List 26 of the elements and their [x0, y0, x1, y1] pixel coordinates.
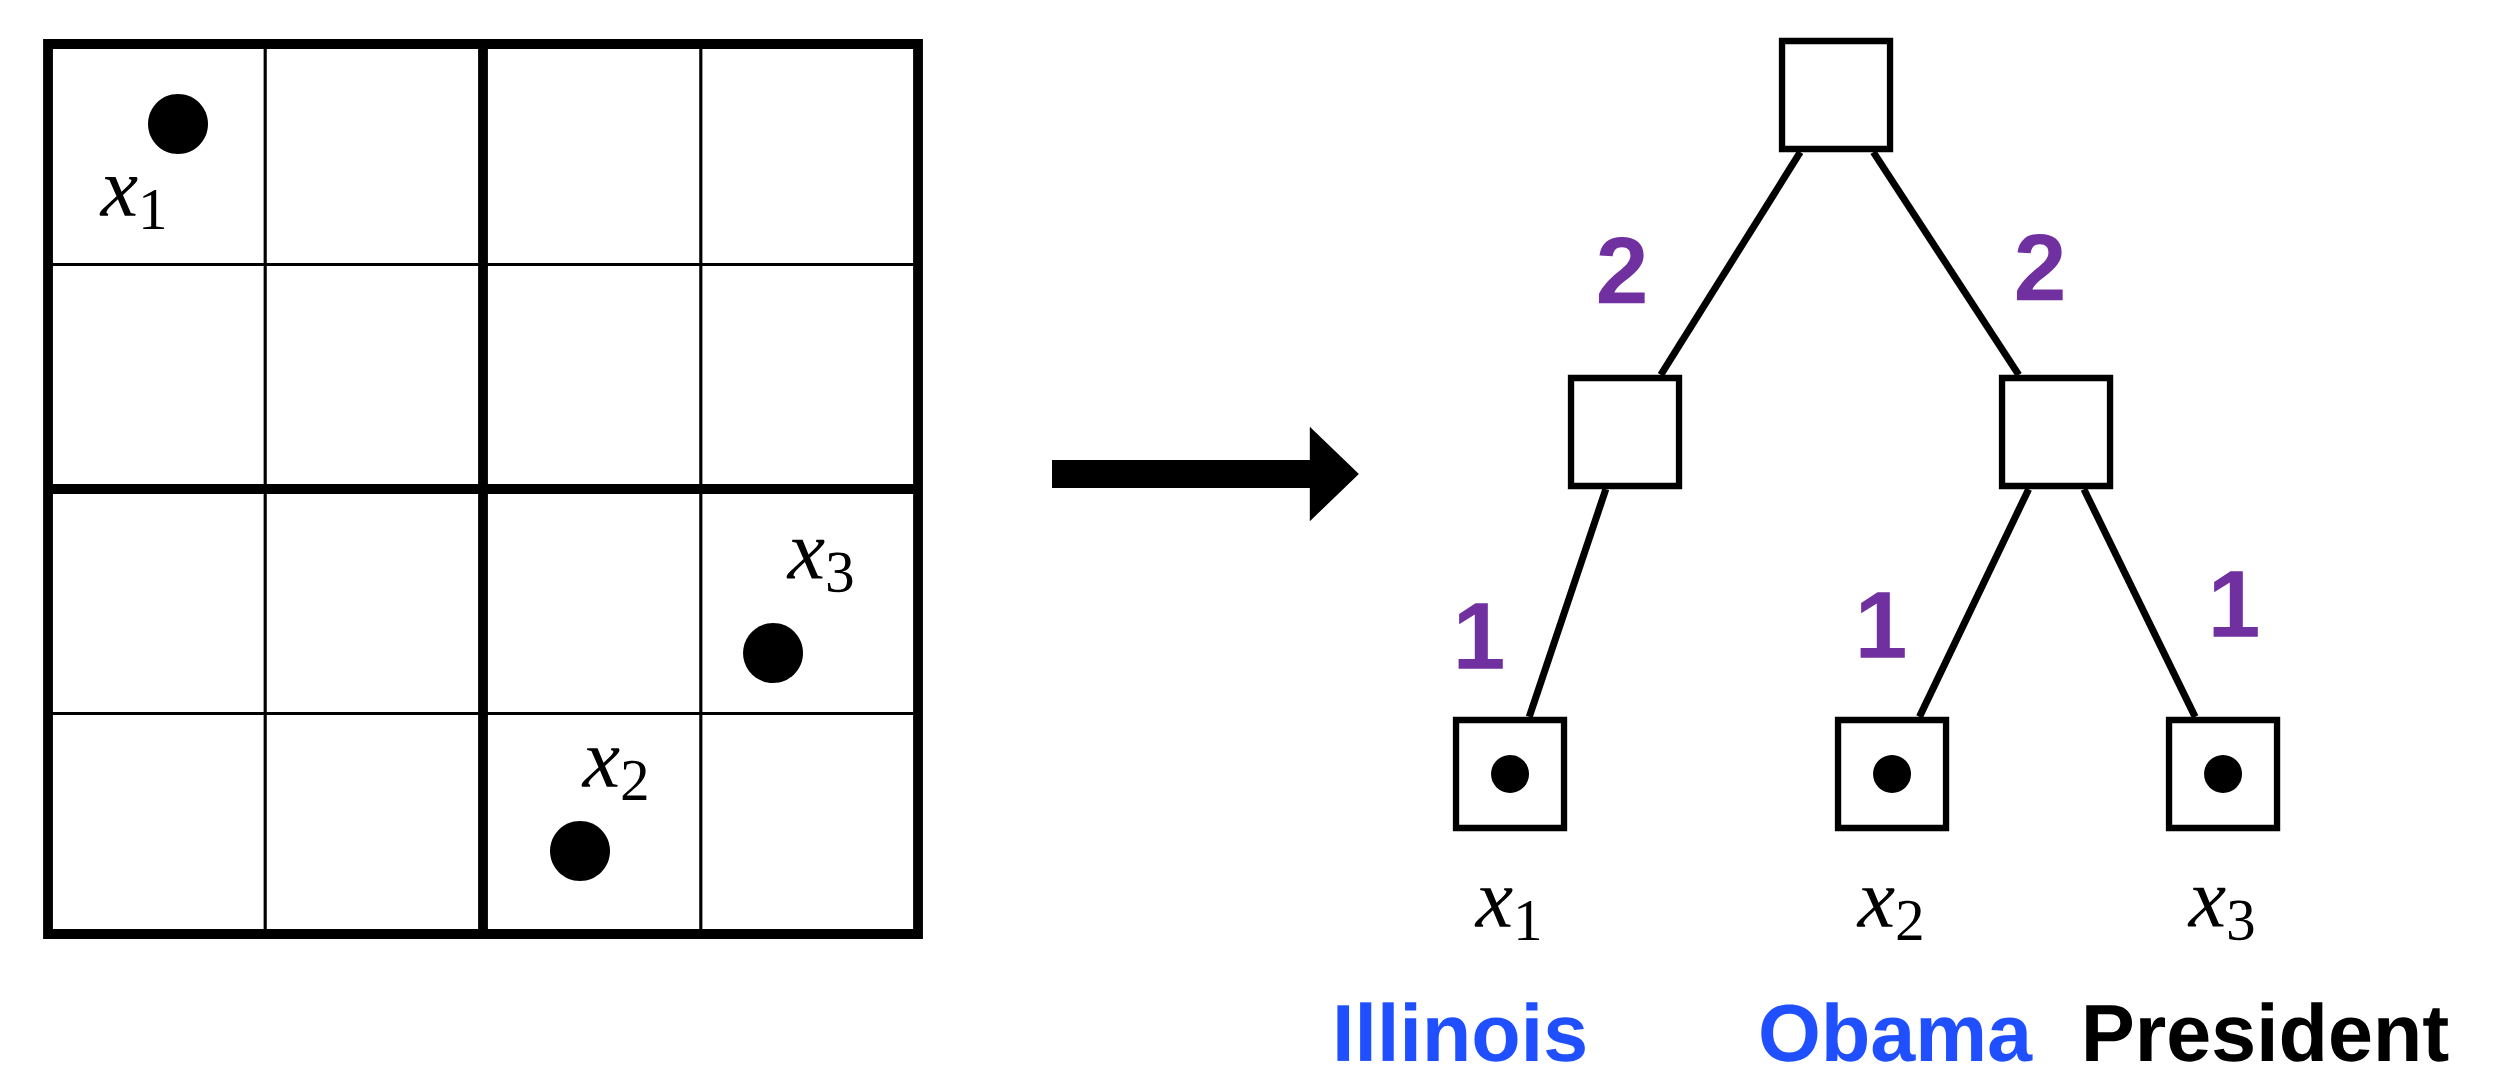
point-label: x$_{1}$: [99, 177, 165, 229]
leaf-label: x$_{1}$: [1474, 888, 1540, 940]
tree-edge: [2080, 487, 2199, 719]
tree-box: [1778, 37, 1894, 153]
tree-edge: [1657, 150, 1804, 377]
point-label: x$_{2}$: [581, 748, 647, 800]
word-label: President: [2086, 1002, 2449, 1062]
edge-label: 2: [2006, 226, 2074, 308]
tree-edge: [1916, 487, 2032, 719]
word-label: Obama: [1761, 1002, 2033, 1062]
leaf-label: x$_{3}$: [2187, 887, 2254, 941]
leaf-box: [1452, 716, 1568, 832]
leaf-box: [2165, 716, 2281, 832]
leaf-label: x$_{2}$: [1856, 888, 1922, 940]
grid-drawing: [43, 39, 923, 939]
tree-edge: [1870, 150, 2022, 377]
edge-label: 1: [2200, 564, 2268, 644]
tree-edge: [1525, 488, 1610, 718]
word-label: Illinois: [1337, 1002, 1585, 1062]
point-label: x$_{3}$: [786, 539, 853, 593]
edge-label: 2: [1588, 229, 1656, 311]
edge-label: 1: [1847, 585, 1915, 665]
edge-label: 1: [1445, 596, 1513, 676]
leaf-box: [1834, 716, 1950, 832]
tree-box: [1998, 374, 2114, 490]
tree-box: [1567, 374, 1683, 490]
